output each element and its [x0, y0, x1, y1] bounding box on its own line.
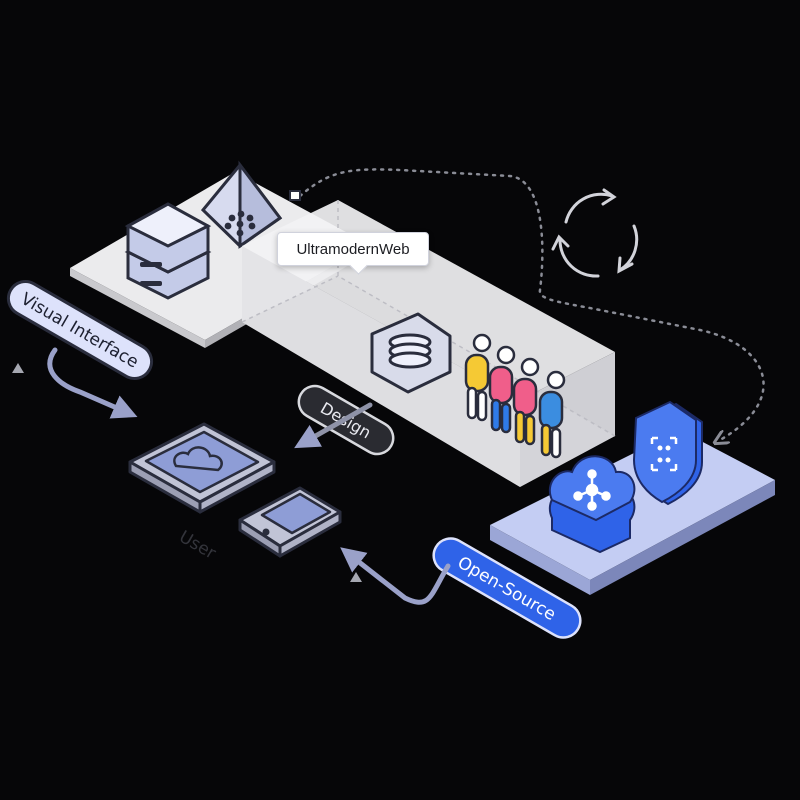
- small-node-marker: [289, 190, 301, 201]
- shield-grid-icon: [632, 400, 703, 506]
- marker-triangle-bottom: [350, 572, 362, 582]
- product-tooltip: UltramodernWeb: [277, 232, 429, 266]
- marker-triangle-left: [12, 363, 24, 373]
- pyramid-cluster-icon: [200, 160, 283, 249]
- product-name: UltramodernWeb: [296, 240, 410, 258]
- user-label: User: [176, 527, 220, 564]
- team-icon: [464, 333, 566, 459]
- tablet-cloud-icon: [128, 422, 276, 514]
- phone-icon: [238, 486, 342, 558]
- database-icon: [370, 312, 452, 394]
- server-stack-icon: [124, 202, 212, 300]
- open-source-arrow: [340, 547, 451, 605]
- design-arrow: [294, 402, 373, 449]
- refresh-cycle-icon: [551, 188, 639, 278]
- cloud-network-icon: [549, 455, 636, 554]
- dotted-flow-path: [298, 168, 765, 440]
- visual-interface-arrow: [47, 347, 138, 419]
